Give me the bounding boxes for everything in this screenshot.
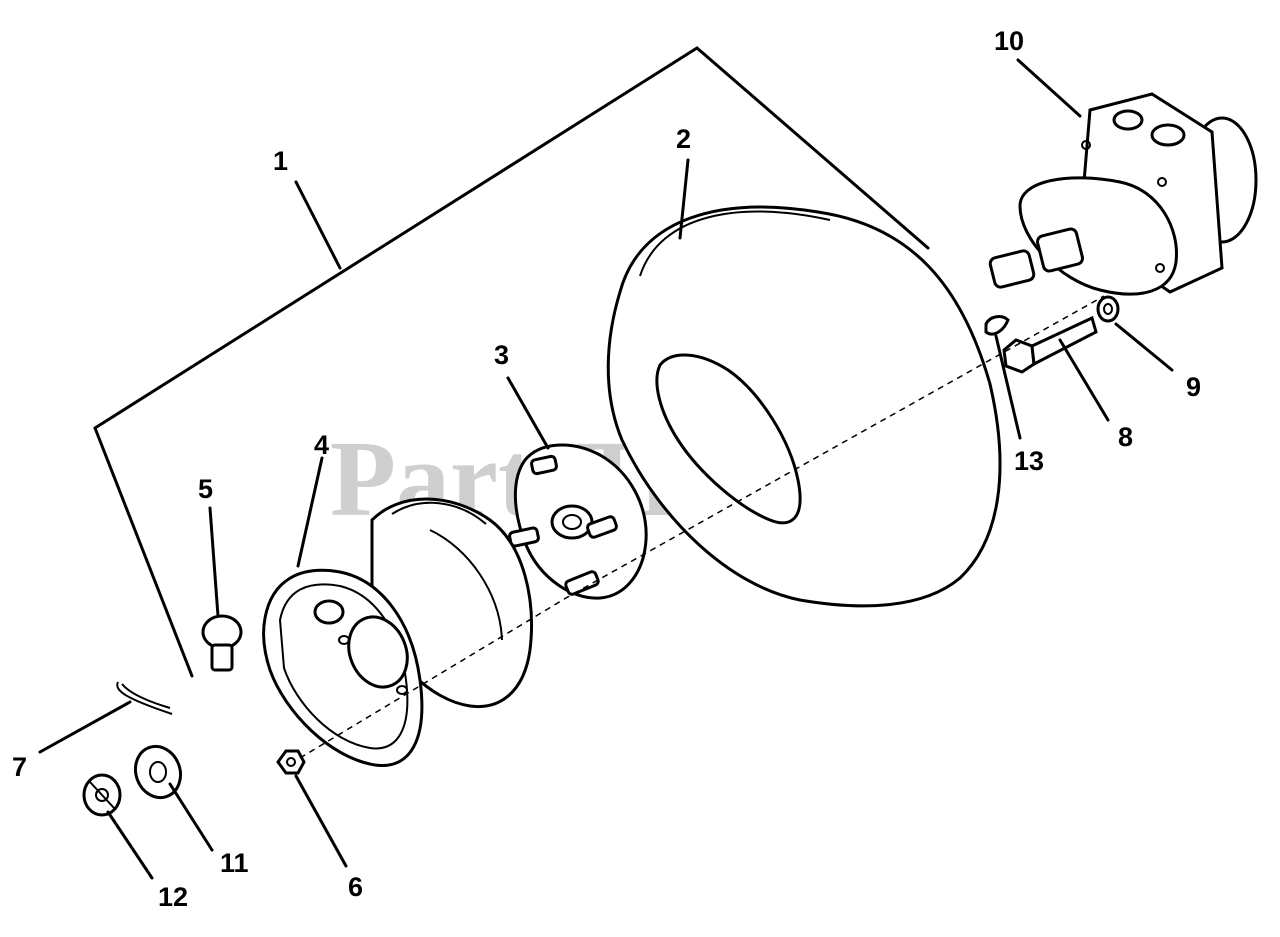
callout-13: 13 <box>1014 446 1044 476</box>
assembly-bracket <box>93 46 930 678</box>
callout-6: 6 <box>348 872 363 902</box>
callout-8: 8 <box>1118 422 1133 452</box>
shaft-key <box>984 315 1010 336</box>
lug-nut <box>276 749 306 775</box>
valve-stem <box>201 614 243 672</box>
callout-1: 1 <box>273 146 288 176</box>
tire <box>606 205 1002 608</box>
lock-washer <box>1096 295 1120 323</box>
callout-4: 4 <box>314 430 329 460</box>
callout-2: 2 <box>676 124 691 154</box>
rim <box>262 497 533 768</box>
callout-11: 11 <box>220 848 249 878</box>
leader-lines <box>38 58 1174 880</box>
callout-3: 3 <box>494 340 509 370</box>
cotter-pin <box>116 681 173 715</box>
bolt <box>1002 315 1098 374</box>
castle-nut <box>82 773 122 817</box>
callout-10: 10 <box>994 26 1024 56</box>
callout-9: 9 <box>1186 372 1201 402</box>
washer <box>133 744 183 800</box>
wheel-motor <box>988 92 1258 296</box>
hub-plate <box>508 443 648 600</box>
callout-7: 7 <box>12 752 27 782</box>
callout-12: 12 <box>158 882 188 912</box>
callout-5: 5 <box>198 474 213 504</box>
